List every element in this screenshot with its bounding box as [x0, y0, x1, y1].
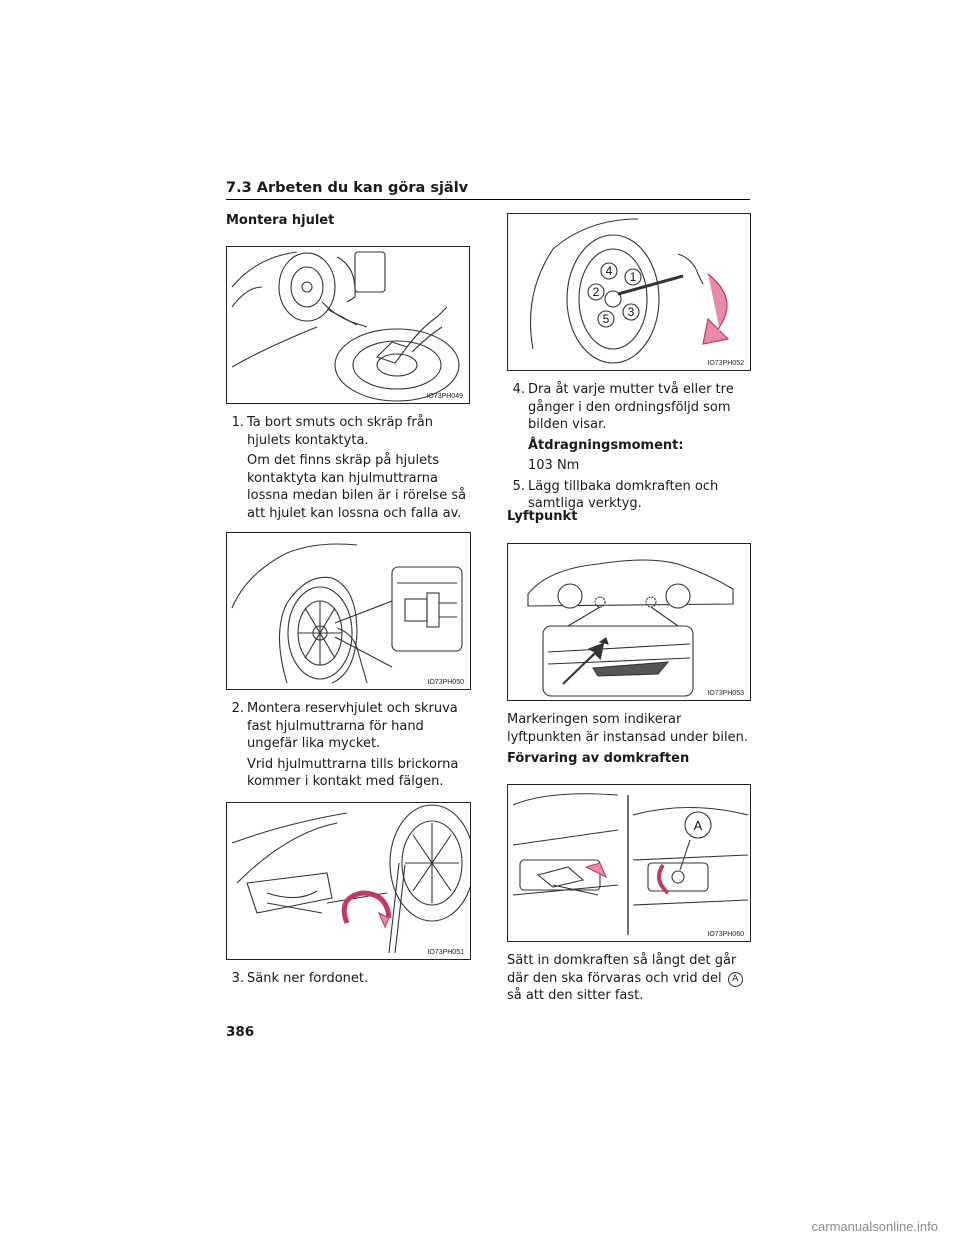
figure-code: IO73PH049: [426, 393, 463, 400]
step-number: 5.: [512, 478, 525, 494]
step-2: 2. Montera reservhjulet och skruva fast …: [226, 700, 471, 791]
header-rule: [226, 199, 750, 200]
figure-label-a: A: [694, 818, 703, 833]
figure-code: IO73PH060: [707, 931, 744, 938]
figure-code: IO73PH051: [427, 949, 464, 956]
storage-text-end: så att den sitter fast.: [507, 988, 644, 1003]
nut-label-2: 2: [593, 285, 600, 299]
nut-label-4: 4: [606, 264, 613, 278]
figure-lift-point: IO73PH053: [507, 543, 751, 701]
torque-label: Åtdragningsmoment:: [528, 437, 684, 453]
watermark[interactable]: carmanualsonline.info: [811, 1219, 938, 1234]
step-4: 4. Dra åt varje mutter två eller tre gån…: [507, 381, 755, 513]
subtitle-jack-storage: Förvaring av domkraften: [507, 751, 690, 766]
step-note: Om det finns skräp på hjulets kontaktyta…: [247, 453, 467, 521]
step-3: 3. Sänk ner fordonet.: [226, 970, 471, 988]
subtitle-mount-wheel: Montera hjulet: [226, 213, 335, 228]
figure-code: IO73PH050: [427, 679, 464, 686]
step-1: 1. Ta bort smuts och skräp från hjulets …: [226, 414, 471, 522]
section-title: 7.3 Arbeten du kan göra själv: [226, 180, 469, 196]
subtitle-lift-point: Lyftpunkt: [507, 509, 578, 524]
step-number: 1.: [231, 415, 244, 430]
page-number: 386: [226, 1024, 255, 1040]
step-text: Dra åt varje mutter två eller tre gånger…: [528, 382, 734, 432]
lift-point-text: Markeringen som indikerar lyftpunkten är…: [507, 712, 749, 745]
figure-clean-hub: IO73PH049: [226, 246, 470, 404]
step-text: Lägg tillbaka domkraften och samtliga ve…: [528, 478, 719, 512]
nut-label-3: 3: [628, 305, 635, 319]
torque-value: 103 Nm: [528, 458, 580, 473]
part-a-marker: A: [727, 971, 743, 987]
step-number: 4.: [512, 382, 525, 397]
nut-label-5: 5: [603, 312, 610, 326]
jack-storage-text: Sätt in domkraften så långt det går där …: [507, 952, 757, 1005]
figure-code: IO73PH052: [707, 360, 744, 367]
step-number: 2.: [231, 701, 244, 716]
figure-code: IO73PH053: [707, 690, 744, 697]
step-note: Vrid hjulmuttrarna tills brickorna komme…: [247, 756, 459, 790]
figure-tighten-order: 1 2 3 4 5 IO73PH052: [507, 213, 751, 371]
figure-jack-storage: A IO73PH060: [507, 784, 751, 942]
nut-label-1: 1: [630, 270, 637, 284]
step-text: Montera reservhjulet och skruva fast hju…: [247, 701, 458, 751]
step-number: 3.: [231, 971, 244, 986]
figure-lower-vehicle: IO73PH051: [226, 802, 471, 960]
step-text: Ta bort smuts och skräp från hjulets kon…: [247, 415, 433, 448]
figure-mount-spare: IO73PH050: [226, 532, 471, 690]
storage-text-start: Sätt in domkraften så långt det går där …: [507, 953, 737, 986]
step-text: Sänk ner fordonet.: [247, 971, 369, 986]
